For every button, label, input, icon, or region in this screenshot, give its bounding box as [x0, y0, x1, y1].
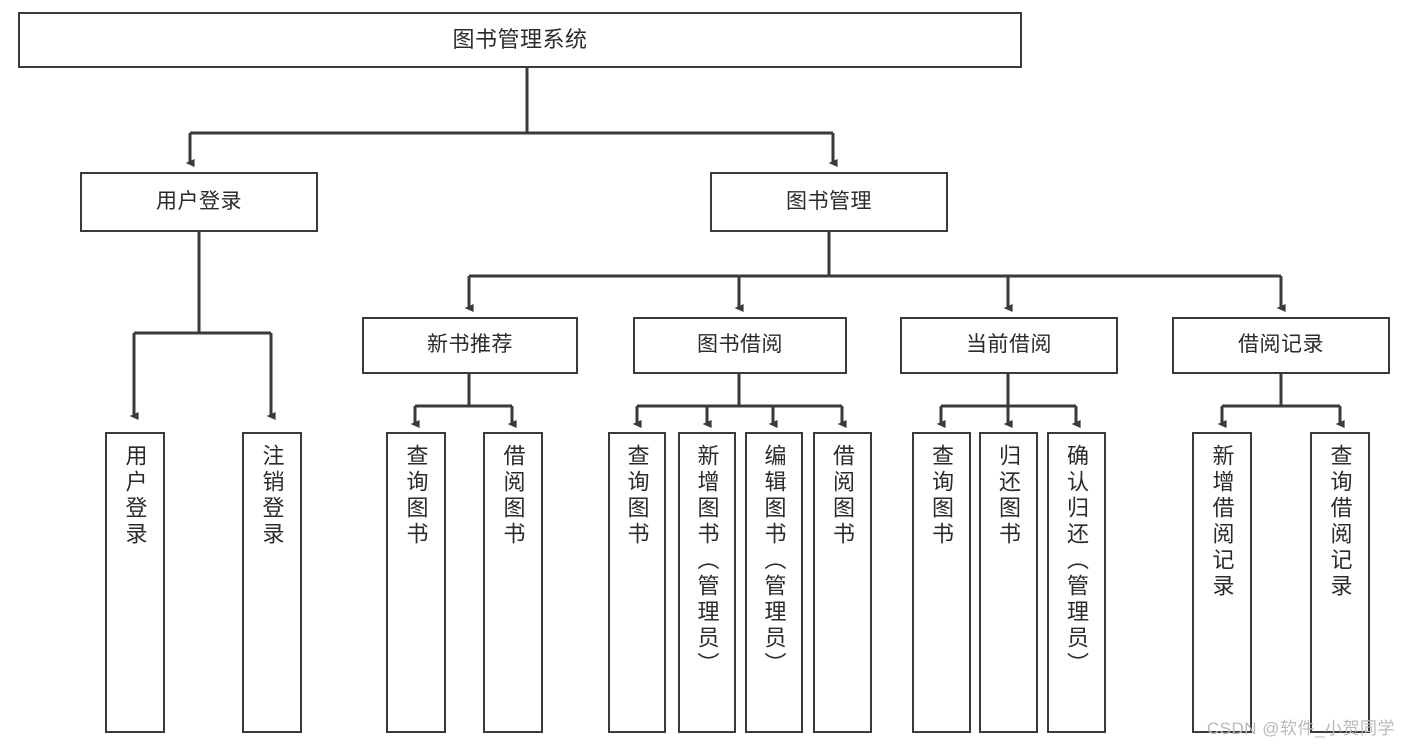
leaf-borrow-query-book[interactable]: 查询图书: [608, 432, 666, 733]
node-label: 当前借阅: [966, 333, 1052, 357]
node-new-book-recommend[interactable]: 新书推荐: [362, 317, 578, 374]
leaf-current-confirm-return-admin[interactable]: 确认归还（管理员）: [1047, 432, 1106, 733]
node-label: 查询图书: [624, 444, 650, 548]
node-root-system[interactable]: 图书管理系统: [18, 12, 1022, 68]
node-label: 新增图书（管理员）: [694, 444, 720, 678]
node-label: 归还图书: [996, 444, 1022, 548]
node-label: 图书管理: [786, 189, 872, 213]
node-label: 新增借阅记录: [1209, 444, 1235, 600]
node-label: 查询图书: [929, 444, 955, 548]
node-current-borrow[interactable]: 当前借阅: [900, 317, 1118, 374]
node-book-borrow[interactable]: 图书借阅: [633, 317, 847, 374]
node-label: 编辑图书（管理员）: [761, 444, 787, 678]
node-label: 借阅图书: [830, 444, 856, 548]
leaf-recommend-query-book[interactable]: 查询图书: [386, 432, 446, 733]
node-label: 查询图书: [403, 444, 429, 548]
node-label: 新书推荐: [427, 333, 513, 357]
node-label: 借阅记录: [1238, 333, 1324, 357]
watermark-text: CSDN @软件_小贺同学: [1206, 719, 1395, 738]
leaf-user-login-login[interactable]: 用户登录: [105, 432, 165, 733]
node-borrow-record[interactable]: 借阅记录: [1172, 317, 1390, 374]
leaf-record-query-record[interactable]: 查询借阅记录: [1310, 432, 1370, 733]
node-book-management[interactable]: 图书管理: [710, 172, 948, 232]
node-label: 注销登录: [259, 444, 285, 548]
node-user-login[interactable]: 用户登录: [80, 172, 318, 232]
leaf-borrow-borrow-book[interactable]: 借阅图书: [813, 432, 872, 733]
node-label: 用户登录: [122, 444, 148, 548]
leaf-current-query-book[interactable]: 查询图书: [912, 432, 971, 733]
node-label: 图书管理系统: [452, 27, 588, 53]
leaf-recommend-borrow-book[interactable]: 借阅图书: [483, 432, 543, 733]
leaf-borrow-edit-book-admin[interactable]: 编辑图书（管理员）: [745, 432, 803, 733]
node-label: 用户登录: [156, 189, 242, 213]
node-label: 查询借阅记录: [1327, 444, 1353, 600]
leaf-borrow-add-book-admin[interactable]: 新增图书（管理员）: [678, 432, 736, 733]
node-label: 借阅图书: [500, 444, 526, 548]
leaf-current-return-book[interactable]: 归还图书: [979, 432, 1038, 733]
node-label: 图书借阅: [697, 333, 783, 357]
leaf-user-login-logout[interactable]: 注销登录: [242, 432, 302, 733]
node-label: 确认归还（管理员）: [1064, 444, 1090, 678]
leaf-record-add-record[interactable]: 新增借阅记录: [1192, 432, 1252, 733]
